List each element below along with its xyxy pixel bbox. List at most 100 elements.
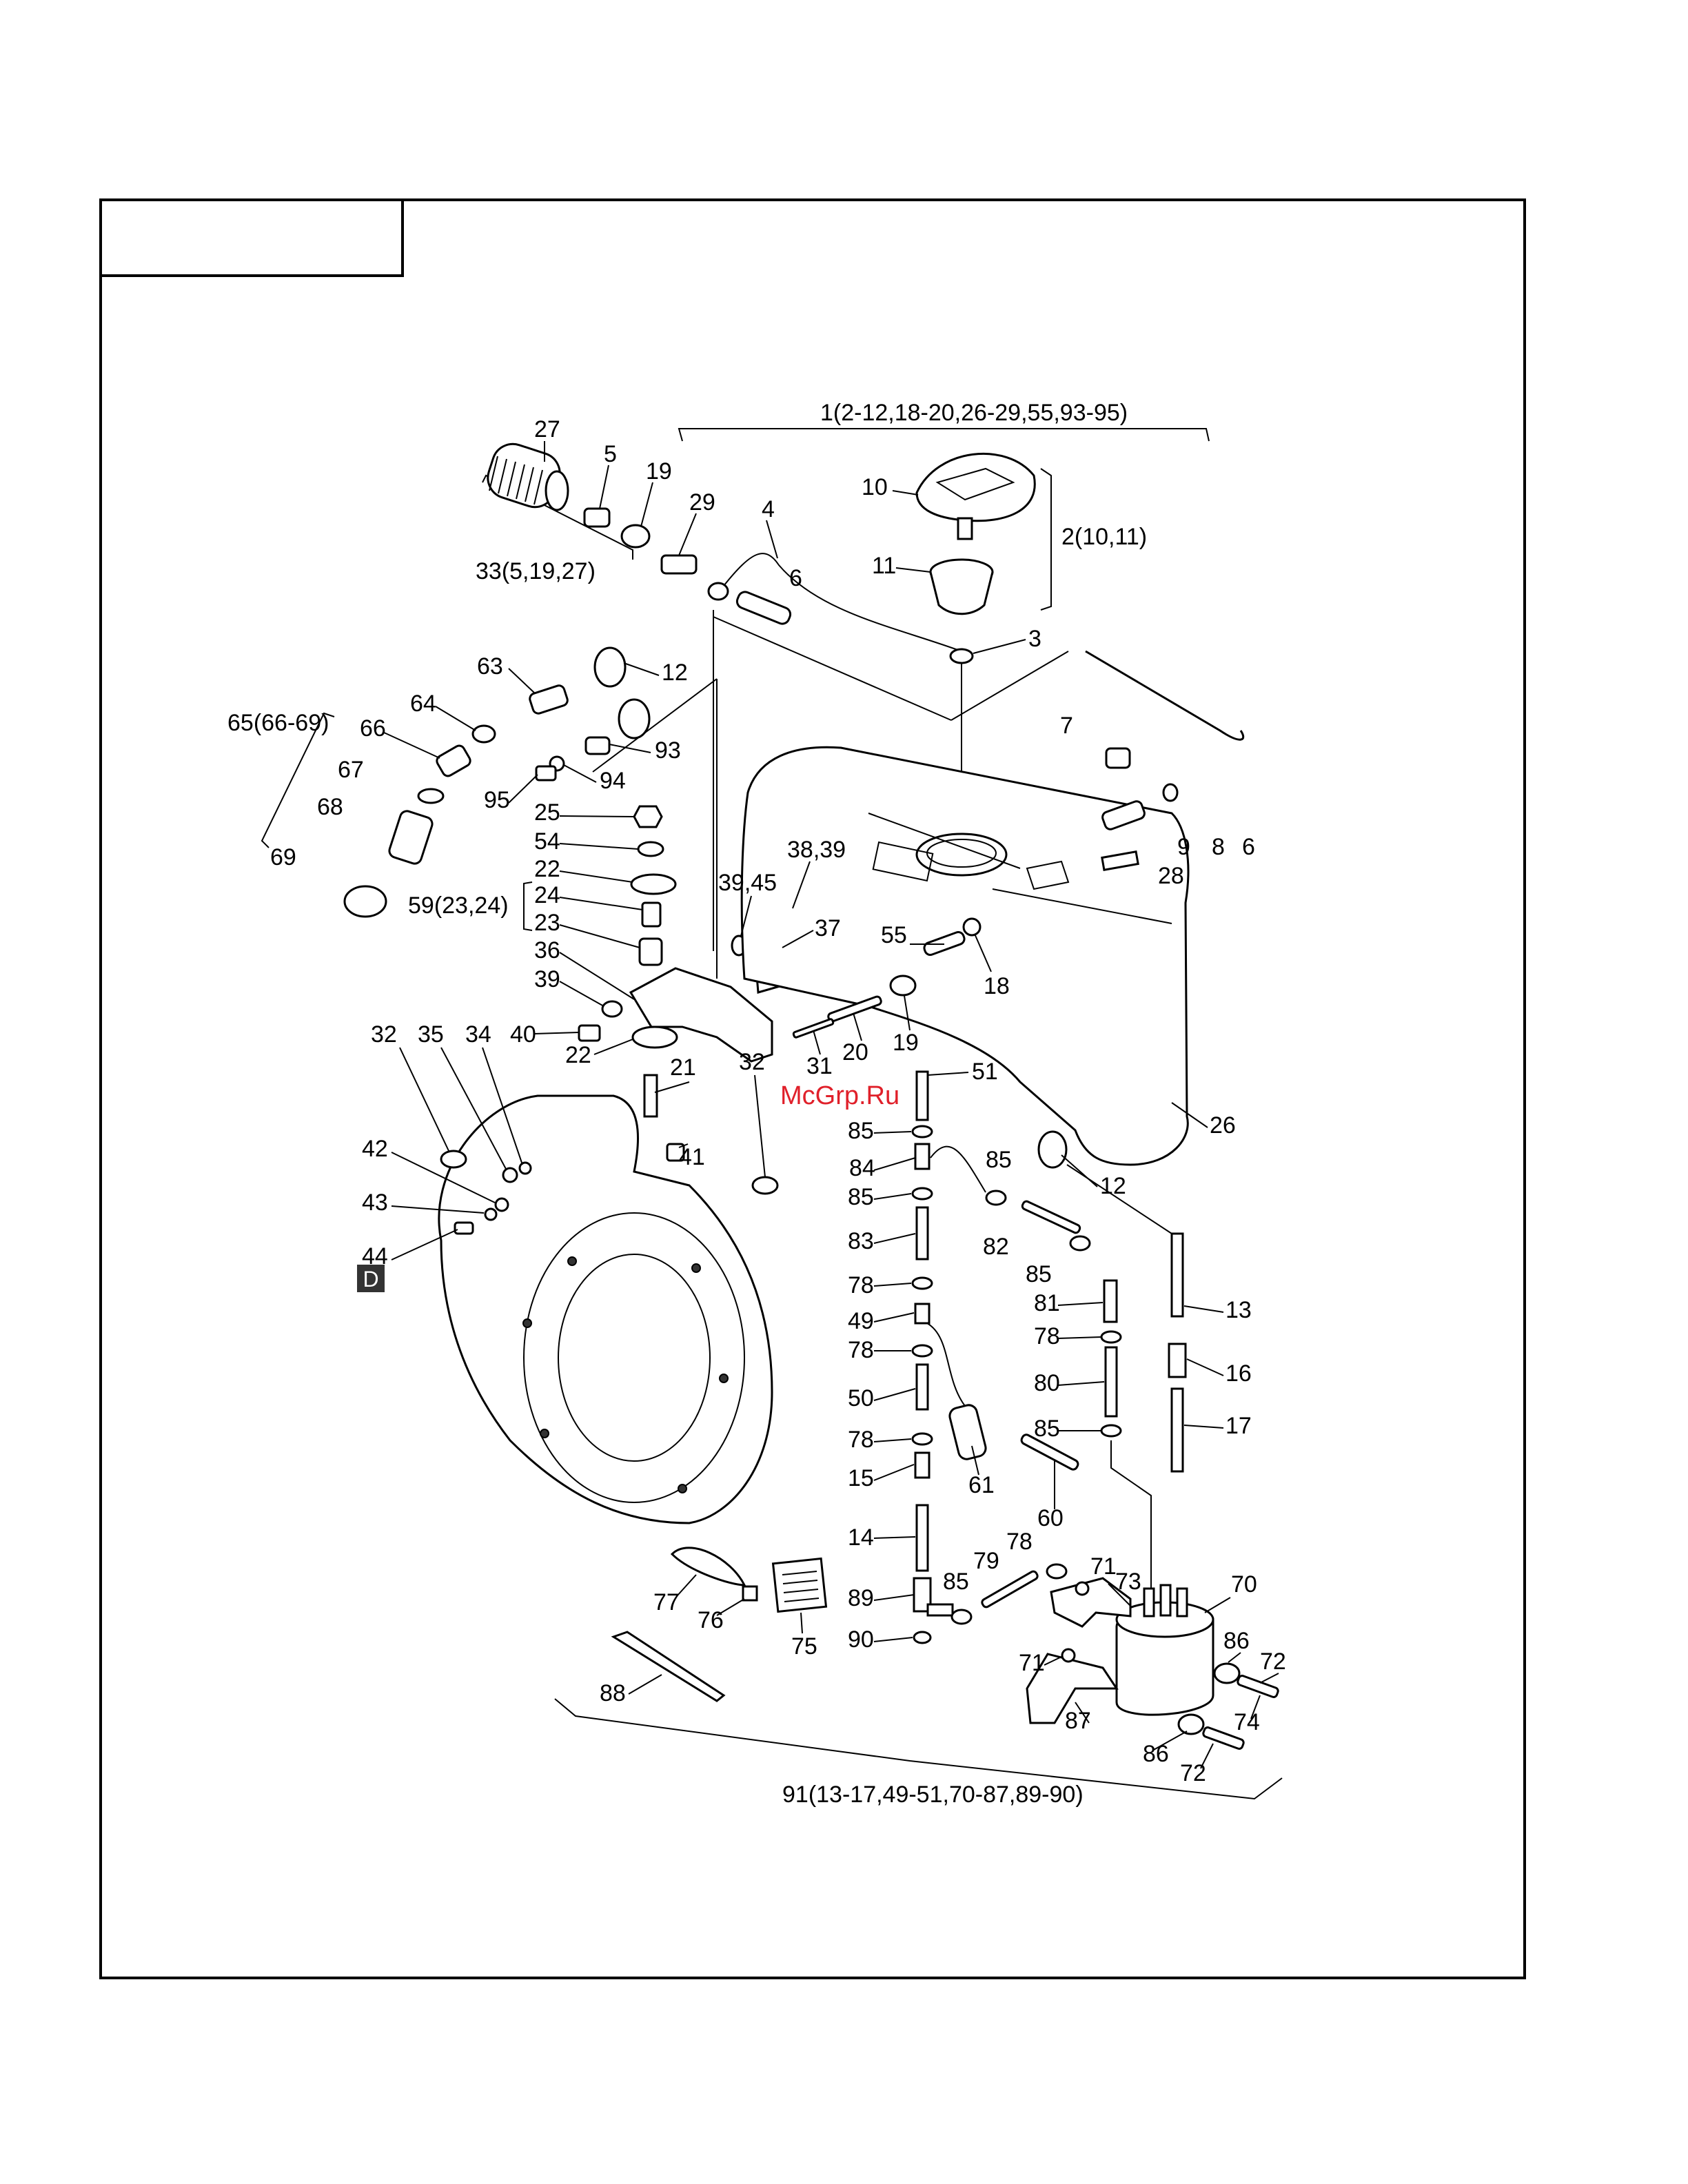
callout-36: 36 (534, 937, 560, 963)
clamp-8 (1162, 783, 1179, 802)
clamp-85-a (985, 1190, 1007, 1206)
callout-64: 64 (410, 691, 436, 717)
callout-25: 25 (534, 799, 560, 826)
callout-84: 84 (849, 1155, 875, 1181)
group-bracket-33: 33(5,19,27) (476, 474, 633, 584)
nut-34 (518, 1161, 532, 1175)
strap-77 (670, 1547, 746, 1586)
label-75-lines (782, 1571, 820, 1602)
fitting-81 (1103, 1279, 1118, 1323)
group-label-1: 1(2-12,18-20,26-29,55,93-95) (820, 400, 1128, 426)
group-bracket-91: 91(13-17,49-51,70-87,89-90) (554, 1698, 1283, 1808)
fitting-16 (1168, 1343, 1187, 1378)
callout-73: 73 (1115, 1569, 1141, 1595)
bracket-36 (629, 967, 773, 1063)
callout-74: 74 (1234, 1709, 1260, 1735)
callout-87: 87 (1065, 1708, 1091, 1734)
callout-17: 17 (1226, 1413, 1252, 1439)
callout-67: 67 (338, 757, 364, 783)
fitting-63 (529, 684, 569, 715)
hose-84 (930, 1145, 986, 1193)
callout-13: 13 (1226, 1297, 1252, 1323)
callout-72-b: 72 (1180, 1760, 1206, 1786)
callout-40: 40 (510, 1021, 536, 1048)
section-badge-text: D (363, 1267, 378, 1292)
callout-85-e: 85 (1034, 1416, 1060, 1442)
hose-60 (1020, 1433, 1079, 1471)
grommet-19-tank (889, 974, 917, 997)
callout-19: 19 (646, 458, 672, 484)
hose-49 (926, 1323, 966, 1407)
washer-22-bottom (631, 1025, 678, 1049)
clamp-85-c (1100, 1424, 1122, 1438)
hose-6-top (735, 591, 792, 625)
callout-94: 94 (600, 768, 626, 794)
strainer-cup-11 (929, 558, 994, 615)
group-label-33: 33(5,19,27) (476, 558, 596, 584)
leader-lines-right (1066, 1164, 1172, 1592)
callout-5: 5 (604, 441, 617, 467)
callout-20: 20 (842, 1039, 868, 1065)
stud-21 (643, 1074, 658, 1118)
group-label-2: 2(10,11) (1061, 524, 1147, 550)
callout-61: 61 (968, 1472, 995, 1498)
callout-26: 26 (1210, 1112, 1236, 1139)
callout-9: 9 (1177, 834, 1190, 860)
callout-39-45: 39,45 (718, 870, 777, 896)
hose-79 (981, 1570, 1039, 1609)
group-bracket-65: 65(66-69) (227, 710, 335, 848)
callout-8: 8 (1212, 834, 1225, 860)
callout-51: 51 (972, 1059, 998, 1085)
leader-lines (382, 441, 1279, 1769)
callout-31: 31 (806, 1053, 833, 1079)
callout-44: 44 (362, 1243, 388, 1269)
callout-22-a: 22 (534, 856, 560, 882)
bolt-95 (535, 765, 557, 782)
callout-79: 79 (973, 1548, 999, 1574)
pin-31 (792, 1018, 835, 1039)
callout-78-c: 78 (1034, 1323, 1060, 1349)
pin-20 (827, 995, 882, 1023)
callout-93: 93 (655, 737, 681, 764)
callout-7: 7 (1060, 713, 1073, 739)
callout-85-c: 85 (986, 1147, 1012, 1173)
group-label-65: 65(66-69) (227, 710, 329, 736)
clamp-4 (707, 582, 729, 601)
fuel-filter-70 (1115, 1584, 1214, 1716)
hose-17 (1170, 1387, 1184, 1473)
ring-78-a (1100, 1330, 1122, 1344)
grommet-18 (962, 917, 982, 937)
group-label-91: 91(13-17,49-51,70-87,89-90) (782, 1782, 1084, 1808)
clamp-85-b (1069, 1235, 1091, 1252)
callout-24: 24 (534, 882, 560, 908)
callout-90: 90 (848, 1626, 874, 1653)
nut-25 (633, 805, 663, 828)
bolt-74-a (1237, 1675, 1279, 1698)
callout-78-b: 78 (848, 1337, 874, 1363)
elbow-66 (436, 744, 471, 777)
callout-37: 37 (815, 915, 841, 941)
grommet-12-b (618, 698, 651, 739)
clip-67 (417, 788, 445, 804)
plug-69 (343, 885, 387, 918)
callout-28: 28 (1158, 863, 1184, 889)
assembly-guide-lines (592, 610, 1069, 979)
label-75 (771, 1557, 828, 1613)
callout-29: 29 (689, 489, 715, 516)
fitting-9 (1101, 800, 1146, 830)
callout-55: 55 (881, 922, 907, 948)
sleeve-61 (948, 1404, 987, 1460)
callout-86-a: 86 (1223, 1628, 1250, 1654)
group-bracket-2: 2(10,11) (1040, 468, 1147, 611)
nut-71-b (1061, 1648, 1076, 1663)
callout-83: 83 (848, 1228, 874, 1254)
callout-75: 75 (791, 1633, 817, 1660)
plate-28 (1101, 850, 1139, 871)
callout-80: 80 (1034, 1370, 1060, 1396)
callout-43: 43 (362, 1190, 388, 1216)
fuel-tank-26 (740, 746, 1190, 1166)
callout-77: 77 (653, 1589, 680, 1615)
callout-66: 66 (360, 715, 386, 742)
callout-39: 39 (534, 966, 560, 992)
washer-54 (637, 841, 664, 857)
